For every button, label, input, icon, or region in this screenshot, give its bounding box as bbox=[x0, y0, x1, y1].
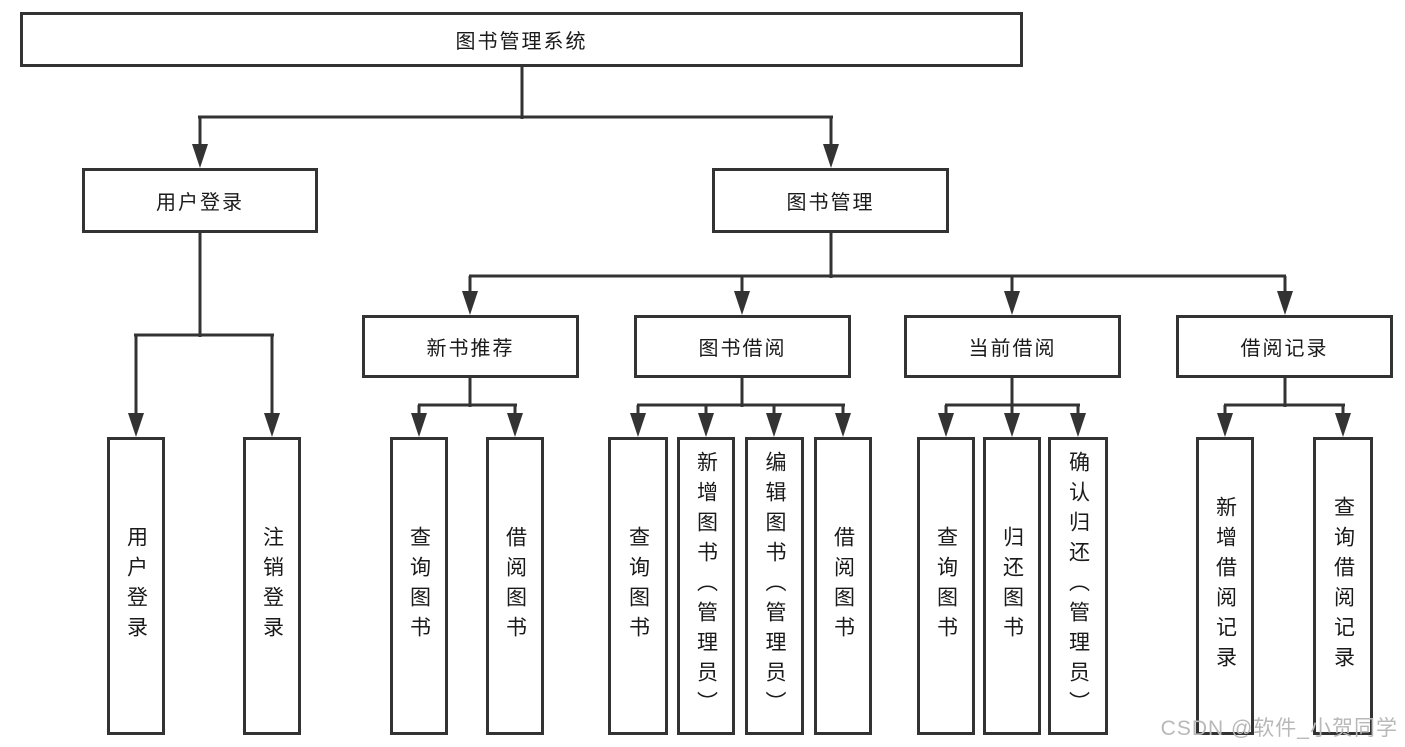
arrowhead bbox=[411, 413, 427, 437]
leaf-query-borrow-record: 查询借阅记录 bbox=[1313, 437, 1373, 735]
node-label: 新增图书（管理员） bbox=[694, 451, 718, 721]
arrowhead bbox=[835, 413, 851, 437]
arrowhead bbox=[734, 291, 750, 315]
node-book-management: 图书管理 bbox=[712, 168, 949, 233]
connector-path bbox=[134, 67, 1345, 417]
leaf-query-books-recommend: 查询图书 bbox=[390, 437, 448, 735]
arrowhead bbox=[128, 413, 144, 437]
leaf-add-borrow-record: 新增借阅记录 bbox=[1196, 437, 1254, 735]
arrowhead bbox=[938, 413, 954, 437]
arrowhead bbox=[1335, 413, 1351, 437]
arrowhead bbox=[507, 413, 523, 437]
node-user-login: 用户登录 bbox=[82, 168, 318, 233]
arrowhead bbox=[698, 413, 714, 437]
node-label: 借阅图书 bbox=[831, 526, 855, 646]
watermark: CSDN @软件_小贺同学 bbox=[1160, 717, 1398, 740]
node-label: 用户登录 bbox=[124, 526, 148, 646]
leaf-return-books: 归还图书 bbox=[983, 437, 1041, 735]
leaf-borrow-books-recommend: 借阅图书 bbox=[486, 437, 544, 735]
arrowhead bbox=[1004, 291, 1020, 315]
node-label: 查询图书 bbox=[934, 526, 958, 646]
node-label: 当前借阅 bbox=[968, 338, 1057, 360]
leaf-query-books-current: 查询图书 bbox=[917, 437, 975, 735]
leaf-add-books-admin: 新增图书（管理员） bbox=[677, 437, 735, 735]
node-label: 借阅记录 bbox=[1240, 338, 1329, 360]
node-label: 图书管理系统 bbox=[455, 31, 588, 53]
arrowhead bbox=[1004, 413, 1020, 437]
leaf-logout-login: 注销登录 bbox=[243, 437, 301, 735]
node-label: 图书管理 bbox=[786, 192, 875, 214]
node-new-book-recommend: 新书推荐 bbox=[362, 315, 579, 378]
leaf-borrow-books-borrowing: 借阅图书 bbox=[814, 437, 872, 735]
arrowhead bbox=[264, 413, 280, 437]
node-label: 归还图书 bbox=[1000, 526, 1024, 646]
arrowhead bbox=[823, 144, 839, 168]
arrowhead bbox=[766, 413, 782, 437]
arrowhead bbox=[1277, 291, 1293, 315]
node-label: 确认归还（管理员） bbox=[1066, 451, 1090, 721]
arrowhead bbox=[630, 413, 646, 437]
node-label: 查询图书 bbox=[626, 526, 650, 646]
node-label: 图书借阅 bbox=[698, 338, 787, 360]
node-book-borrowing: 图书借阅 bbox=[634, 315, 851, 378]
leaf-confirm-return-admin: 确认归还（管理员） bbox=[1048, 437, 1108, 735]
leaf-user-login: 用户登录 bbox=[107, 437, 165, 735]
node-library-management-system: 图书管理系统 bbox=[20, 12, 1023, 67]
arrowhead bbox=[1070, 413, 1086, 437]
arrowhead bbox=[462, 291, 478, 315]
leaf-edit-books-admin: 编辑图书（管理员） bbox=[745, 437, 804, 735]
leaf-query-books-borrowing: 查询图书 bbox=[608, 437, 668, 735]
node-label: 新书推荐 bbox=[426, 338, 515, 360]
node-label: 查询借阅记录 bbox=[1331, 496, 1355, 676]
node-label: 借阅图书 bbox=[503, 526, 527, 646]
arrowhead bbox=[1217, 413, 1233, 437]
node-current-borrowing: 当前借阅 bbox=[904, 315, 1121, 378]
node-label: 注销登录 bbox=[260, 526, 284, 646]
node-label: 编辑图书（管理员） bbox=[763, 451, 786, 721]
node-label: 查询图书 bbox=[407, 526, 431, 646]
arrowhead bbox=[192, 144, 208, 168]
node-label: 新增借阅记录 bbox=[1213, 496, 1237, 676]
node-borrowing-records: 借阅记录 bbox=[1176, 315, 1393, 378]
node-label: 用户登录 bbox=[156, 192, 244, 214]
